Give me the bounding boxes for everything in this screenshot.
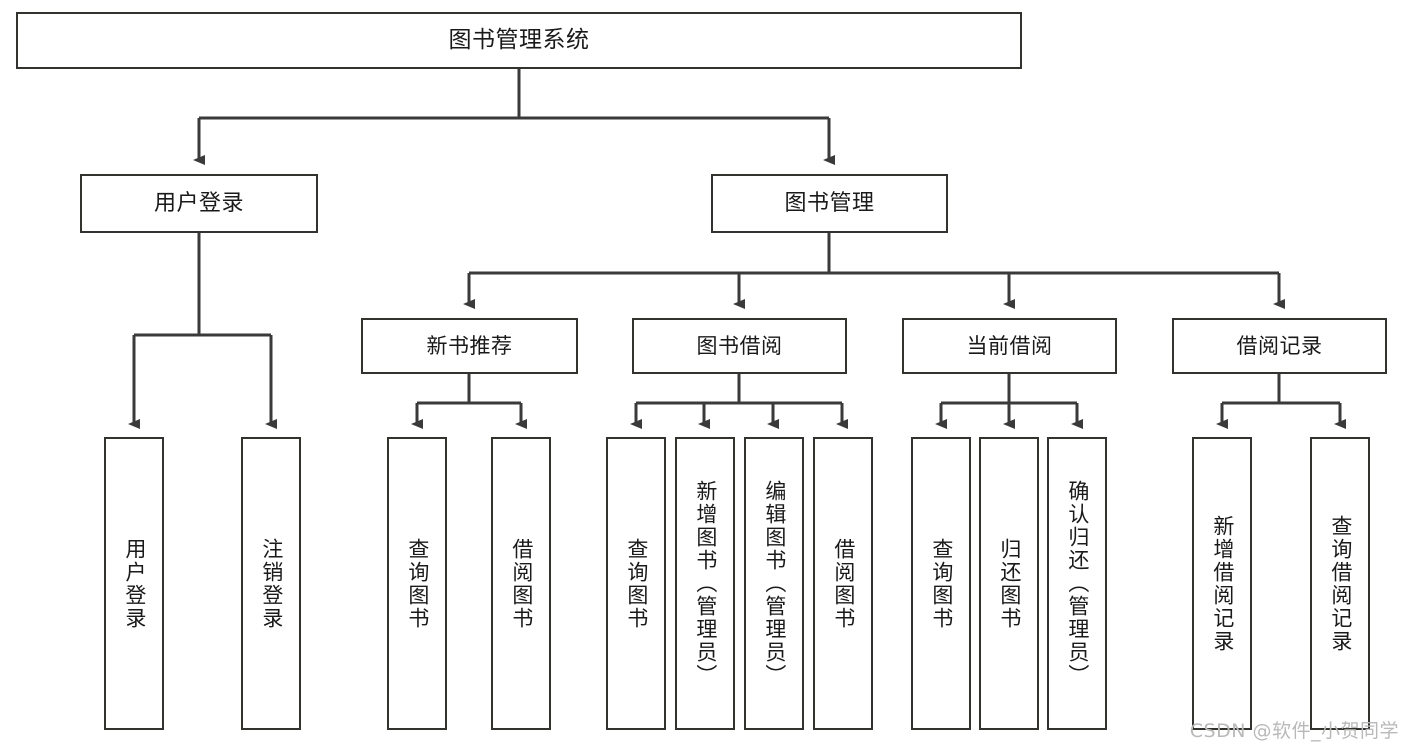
leaf-label: 编辑图书（管理员） bbox=[762, 480, 787, 687]
node-label: 借阅记录 bbox=[1236, 333, 1323, 358]
node-root-system[interactable]: 图书管理系统 bbox=[16, 12, 1022, 69]
leaf-record-add-record[interactable]: 新增借阅记录 bbox=[1192, 437, 1252, 730]
node-book-management[interactable]: 图书管理 bbox=[711, 174, 948, 233]
leaf-current-confirm-return[interactable]: 确认归还（管理员） bbox=[1047, 437, 1107, 730]
leaf-borrow-borrow-book[interactable]: 借阅图书 bbox=[813, 437, 873, 730]
leaf-label: 查询图书 bbox=[405, 537, 430, 630]
node-current-borrow[interactable]: 当前借阅 bbox=[902, 318, 1117, 374]
node-label: 新书推荐 bbox=[426, 333, 513, 358]
leaf-borrow-edit-book[interactable]: 编辑图书（管理员） bbox=[744, 437, 804, 730]
node-label: 图书借阅 bbox=[696, 333, 783, 358]
leaf-user-login-logout[interactable]: 注销登录 bbox=[241, 437, 301, 730]
node-borrow-record[interactable]: 借阅记录 bbox=[1172, 318, 1387, 374]
leaf-borrow-query-book[interactable]: 查询图书 bbox=[606, 437, 666, 730]
node-user-login[interactable]: 用户登录 bbox=[80, 174, 318, 233]
leaf-recommend-borrow-book[interactable]: 借阅图书 bbox=[491, 437, 551, 730]
leaf-label: 查询图书 bbox=[929, 537, 954, 630]
leaf-user-login-login[interactable]: 用户登录 bbox=[104, 437, 164, 730]
node-label: 图书管理系统 bbox=[448, 27, 590, 54]
leaf-current-query-book[interactable]: 查询图书 bbox=[911, 437, 971, 730]
leaf-label: 确认归还（管理员） bbox=[1065, 480, 1090, 687]
leaf-borrow-add-book[interactable]: 新增图书（管理员） bbox=[675, 437, 735, 730]
node-label: 图书管理 bbox=[784, 190, 875, 216]
leaf-label: 查询借阅记录 bbox=[1328, 514, 1353, 653]
leaf-label: 注销登录 bbox=[259, 537, 284, 630]
leaf-label: 查询图书 bbox=[624, 537, 649, 630]
csdn-watermark: CSDN @软件_小贺同学 bbox=[1189, 720, 1399, 742]
node-label: 当前借阅 bbox=[966, 333, 1053, 358]
leaf-label: 用户登录 bbox=[122, 537, 147, 630]
leaf-label: 新增借阅记录 bbox=[1210, 514, 1235, 653]
leaf-label: 归还图书 bbox=[997, 537, 1022, 630]
leaf-label: 借阅图书 bbox=[509, 537, 534, 630]
node-label: 用户登录 bbox=[153, 190, 244, 216]
node-book-borrow[interactable]: 图书借阅 bbox=[632, 318, 847, 374]
leaf-record-query-record[interactable]: 查询借阅记录 bbox=[1310, 437, 1370, 730]
leaf-recommend-query-book[interactable]: 查询图书 bbox=[387, 437, 447, 730]
leaf-label: 借阅图书 bbox=[831, 537, 856, 630]
leaf-current-return-book[interactable]: 归还图书 bbox=[979, 437, 1039, 730]
node-new-book-recommend[interactable]: 新书推荐 bbox=[361, 318, 578, 374]
leaf-label: 新增图书（管理员） bbox=[693, 480, 718, 687]
